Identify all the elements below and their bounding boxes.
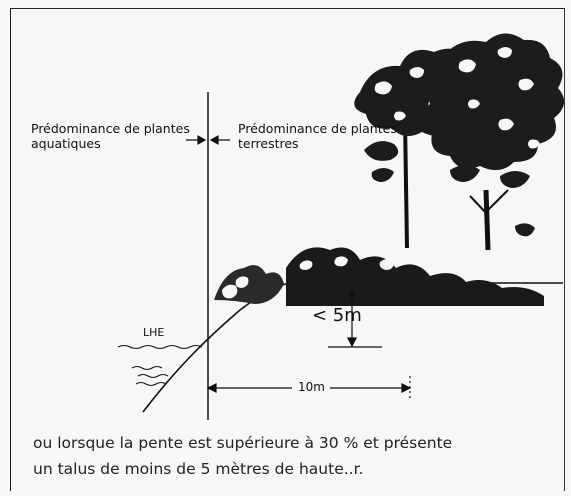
tree-trunks	[403, 119, 509, 251]
water-level-label: LHE	[143, 326, 165, 339]
height-label: < 5m	[312, 305, 362, 326]
boundary-arrows	[186, 134, 230, 146]
caption-line-1: ou lorsque la pente est supérieure à 30 …	[33, 434, 453, 452]
caption-line-2: un talus de moins de 5 mètres de haute..…	[33, 460, 364, 478]
height-dimension	[328, 286, 382, 348]
caption: ou lorsque la pente est supérieure à 30 …	[33, 430, 563, 482]
figure-frame	[10, 8, 565, 491]
width-label: 10m	[298, 380, 325, 394]
shrubs	[214, 247, 544, 306]
tree-canopy-right	[422, 33, 565, 237]
width-dimension	[206, 376, 412, 400]
water-lines	[117, 344, 203, 387]
bank-slope	[142, 282, 563, 413]
aquatic-plants-label: Prédominance de plantes aquatiques	[31, 121, 190, 151]
terrestrial-plants-label: Prédominance de plantes terrestres	[238, 121, 397, 151]
